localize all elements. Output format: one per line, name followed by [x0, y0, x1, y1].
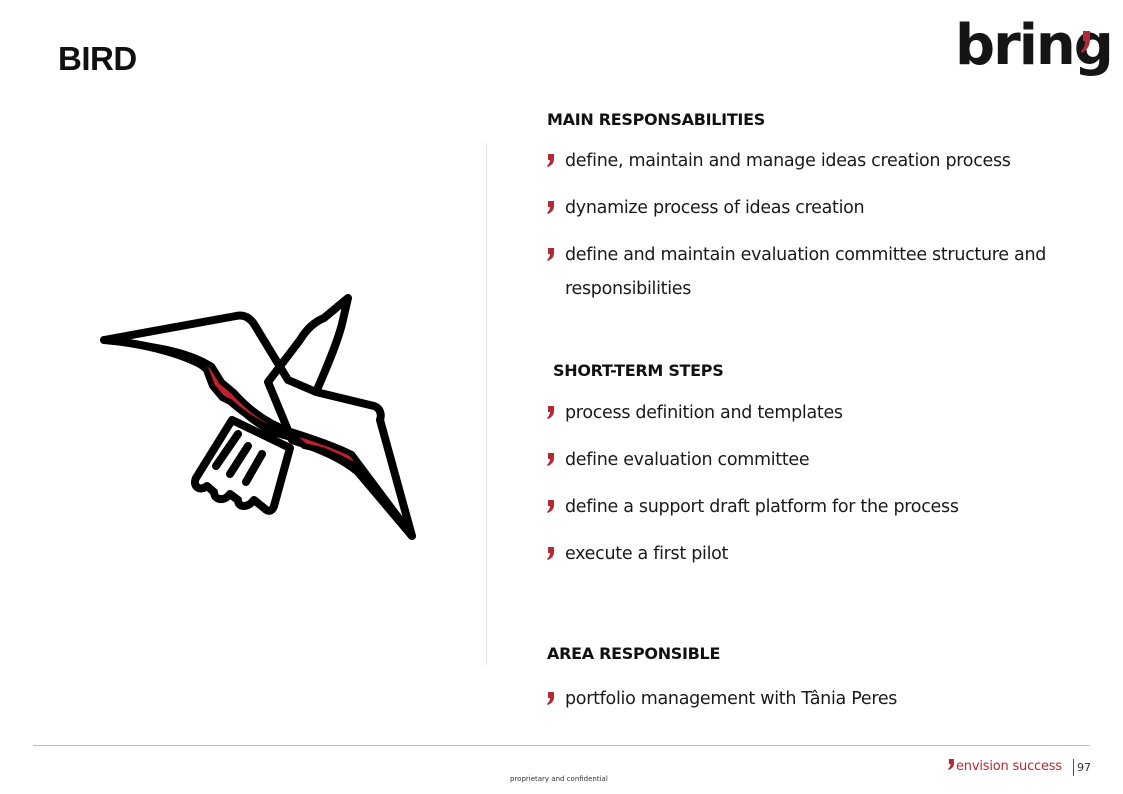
comma-icon: [547, 406, 554, 419]
list-item-text: define a support draft platform for the …: [565, 497, 959, 517]
section-heading-short-term-steps: SHORT-TERM STEPS: [553, 361, 724, 380]
section-heading-main-responsabilities: MAIN RESPONSABILITIES: [547, 110, 765, 129]
list-item-text: portfolio management with Tânia Peres: [565, 689, 898, 709]
list-item-text: define, maintain and manage ideas creati…: [565, 151, 1011, 171]
list-item: define a support draft platform for the …: [547, 490, 1057, 524]
list-item: dynamize process of ideas creation: [547, 191, 1057, 225]
logo-comma-icon: [1081, 31, 1090, 53]
tagline-comma-icon: [948, 759, 954, 770]
vertical-divider: [486, 143, 487, 665]
comma-icon: [547, 453, 554, 466]
list-item-text: execute a first pilot: [565, 544, 729, 564]
comma-icon: [547, 547, 554, 560]
page-number: 97: [1073, 759, 1091, 776]
list-item-text: process definition and templates: [565, 403, 843, 423]
footer-divider: [33, 745, 1090, 746]
brand-logo: bring: [955, 18, 1114, 74]
list-item: define evaluation committee: [547, 443, 1057, 477]
comma-icon: [547, 248, 554, 261]
comma-icon: [547, 500, 554, 513]
list-item-text: dynamize process of ideas creation: [565, 198, 865, 218]
list-item-text: define and maintain evaluation committee…: [565, 245, 1047, 299]
list-item: define, maintain and manage ideas creati…: [547, 144, 1057, 178]
page-title: BIRD: [58, 40, 137, 77]
comma-icon: [547, 201, 554, 214]
section-heading-area-responsible: AREA RESPONSIBLE: [547, 644, 721, 663]
bird-icon: [100, 294, 416, 540]
list-item: process definition and templates: [547, 396, 1057, 430]
list-item: define and maintain evaluation committee…: [547, 238, 1047, 306]
tagline-text: envision success: [956, 759, 1062, 774]
list-item-text: define evaluation committee: [565, 450, 810, 470]
list-item: portfolio management with Tânia Peres: [547, 682, 1057, 716]
footer-tagline: envision success: [948, 759, 1062, 774]
confidential-notice: proprietary and confidential: [510, 775, 608, 783]
comma-icon: [547, 692, 554, 705]
comma-icon: [547, 154, 554, 167]
list-item: execute a first pilot: [547, 537, 1057, 571]
